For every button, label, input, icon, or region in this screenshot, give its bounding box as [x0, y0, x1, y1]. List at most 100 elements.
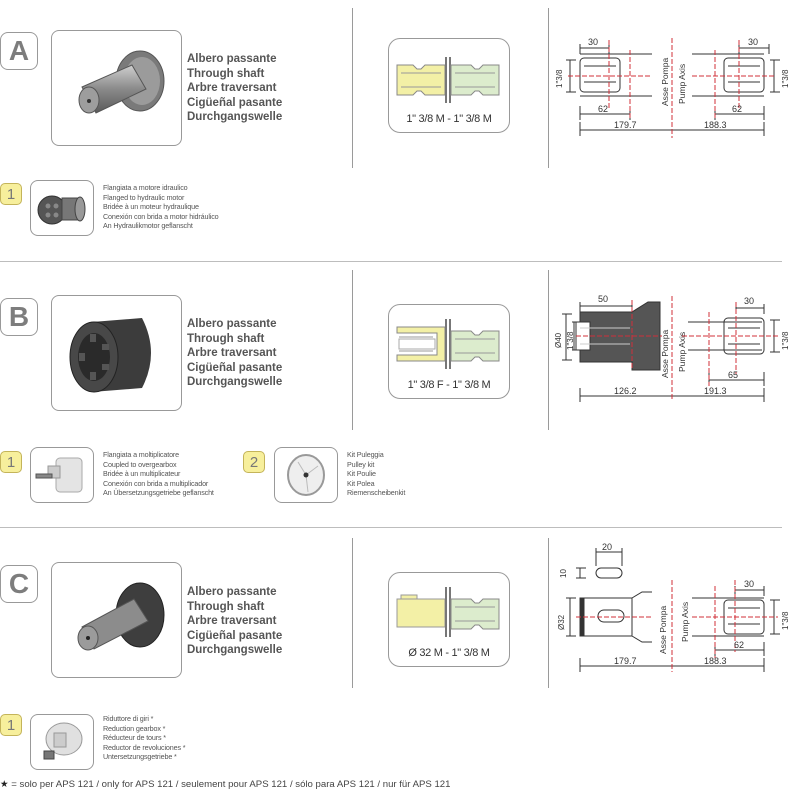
dim-right-side: 1"3/8	[781, 611, 790, 630]
desc-es: Cigüeñal pasante	[187, 629, 283, 642]
dim-left-top: 30	[588, 37, 598, 47]
column-divider	[548, 270, 549, 430]
plain-shaft-icon	[77, 582, 164, 651]
dim-right-bottom: 62	[734, 640, 744, 650]
dim-key-height: 10	[559, 569, 568, 578]
through-shaft-photo	[51, 30, 182, 146]
desc-de: Durchgangswelle	[187, 376, 283, 388]
desc-it: Albero passante	[187, 318, 277, 330]
acc-desc-es: Kit Polea	[347, 478, 375, 488]
desc-en: Through shaft	[187, 67, 265, 80]
coupling-label: 1" 3/8 M - 1" 3/8 M	[406, 113, 492, 125]
desc-es: Cigüeñal pasante	[187, 96, 283, 109]
desc-it: Albero passante	[187, 53, 277, 65]
column-divider	[548, 538, 549, 688]
hydraulic-motor-icon	[37, 195, 86, 225]
axis-label-it: Asse Pompa	[660, 330, 670, 378]
acc-desc-en: Reduction gearbox *	[103, 723, 166, 733]
accessory-description: Flangiata a moltiplicatore Coupled to ov…	[103, 450, 214, 498]
shaft-description: Albero passante Through shaft Arbre trav…	[187, 585, 282, 658]
star-icon: ★	[0, 779, 9, 790]
dim-left-side: 1"3/8	[555, 69, 564, 88]
column-divider	[352, 538, 353, 688]
male-male-coupling-icon	[396, 57, 500, 103]
desc-it: Albero passante	[187, 586, 277, 598]
acc-desc-it: Flangiata a moltiplicatore	[103, 450, 180, 459]
footnote-text: = solo per APS 121 / only for APS 121 / …	[8, 779, 451, 790]
axis-label-it: Asse Pompa	[660, 58, 670, 106]
variant-letter-c: C	[0, 565, 38, 603]
desc-fr: Arbre traversant	[187, 347, 277, 359]
section-separator	[0, 261, 782, 262]
acc-desc-fr: Bridée à un multiplicateur	[103, 469, 181, 479]
overgearbox-photo	[30, 447, 94, 503]
dim-right-top: 30	[748, 37, 758, 47]
desc-fr: Arbre traversant	[187, 615, 277, 627]
coupling-diagram: Ø 32 M - 1" 3/8 M	[388, 572, 510, 667]
female-male-coupling-icon	[396, 319, 500, 369]
acc-desc-es: Conexión con brida a multiplicador	[103, 478, 209, 488]
dim-right-top: 30	[744, 579, 754, 589]
section-b: B Albero passante Through shaft Arbre tr…	[0, 262, 800, 527]
column-divider	[352, 8, 353, 168]
reduction-gearbox-icon	[43, 722, 83, 760]
footnote: ★ = solo per APS 121 / only for APS 121 …	[0, 779, 450, 790]
variant-letter-a: A	[0, 32, 38, 70]
axis-label-en: Pump Axis	[680, 602, 690, 642]
splined-hub-icon	[69, 318, 151, 393]
dimension-drawing: 30 30 1"3/8 1"3/8 62 62 179.7 188.3 Asse…	[555, 37, 790, 138]
acc-desc-fr: Kit Poulie	[347, 469, 376, 479]
acc-desc-en: Pulley kit	[347, 459, 375, 469]
dim-left-total: 179.7	[614, 120, 637, 130]
acc-desc-de: Untersetzungsgetriebe *	[103, 752, 177, 762]
desc-fr: Arbre traversant	[187, 82, 277, 94]
desc-de: Durchgangswelle	[187, 111, 283, 123]
column-divider	[352, 270, 353, 430]
acc-desc-de: An Hydraulikmotor geflanscht	[103, 221, 193, 231]
coupling-diagram: 1" 3/8 M - 1" 3/8 M	[388, 38, 510, 133]
plain-male-coupling-icon	[396, 587, 500, 637]
acc-desc-en: Flanged to hydraulic motor	[103, 192, 185, 202]
dim-left-side: 1"3/8	[566, 331, 575, 350]
variant-letter-b: B	[0, 298, 38, 336]
accessory-number-badge: 1	[0, 183, 22, 205]
accessory-description: Riduttore di giri * Reduction gearbox * …	[103, 714, 186, 762]
section-separator	[0, 527, 782, 528]
axis-label-en: Pump Axis	[677, 64, 687, 104]
desc-en: Through shaft	[187, 600, 265, 613]
dim-right-bottom: 65	[728, 370, 738, 380]
dimension-drawing: 20 10 Ø32 30 1"3/8 62 179.7 188.3 Asse P…	[557, 542, 790, 672]
coupling-diagram: 1" 3/8 F - 1" 3/8 M	[388, 304, 510, 399]
desc-es: Cigüeñal pasante	[187, 361, 283, 374]
dim-left-bottom: 62	[598, 104, 608, 114]
acc-desc-it: Kit Puleggia	[347, 450, 384, 459]
acc-desc-en: Coupled to overgearbox	[103, 459, 177, 469]
dim-right-top: 30	[744, 296, 754, 306]
acc-desc-fr: Réducteur de tours *	[103, 733, 166, 743]
acc-desc-de: An Übersetzungsgetriebe geflanscht	[103, 488, 214, 498]
acc-desc-es: Conexión con brida a motor hidráulico	[103, 211, 219, 221]
desc-en: Through shaft	[187, 332, 265, 345]
shaft-description: Albero passante Through shaft Arbre trav…	[187, 317, 282, 390]
accessory-number-badge: 1	[0, 714, 22, 736]
section-c: C Albero passante Through shaft Arbre tr…	[0, 528, 800, 778]
acc-desc-fr: Bridée à un moteur hydraulique	[103, 202, 199, 212]
accessory-number-badge: 2	[243, 451, 265, 473]
coupling-label: 1" 3/8 F - 1" 3/8 M	[407, 379, 491, 391]
accessory-description: Flangiata a motore idraulico Flanged to …	[103, 183, 219, 231]
dim-key-width: 20	[602, 542, 612, 552]
dim-right-side: 1"3/8	[781, 331, 790, 350]
shaft-description: Albero passante Through shaft Arbre trav…	[187, 52, 282, 125]
dim-right-total: 188.3	[704, 656, 727, 666]
acc-desc-de: Riemenscheibenkit	[347, 488, 406, 498]
axis-label-en: Pump Axis	[677, 332, 687, 372]
column-divider	[548, 8, 549, 168]
accessory-number-badge: 1	[0, 451, 22, 473]
pulley-photo	[274, 447, 338, 503]
plain-shaft-photo	[51, 562, 182, 678]
dim-left-outer: Ø40	[554, 332, 563, 348]
dim-right-total: 188.3	[704, 120, 727, 130]
splined-shaft-icon	[78, 50, 164, 114]
acc-desc-es: Reductor de revoluciones *	[103, 742, 186, 752]
reduction-gearbox-photo	[30, 714, 94, 770]
